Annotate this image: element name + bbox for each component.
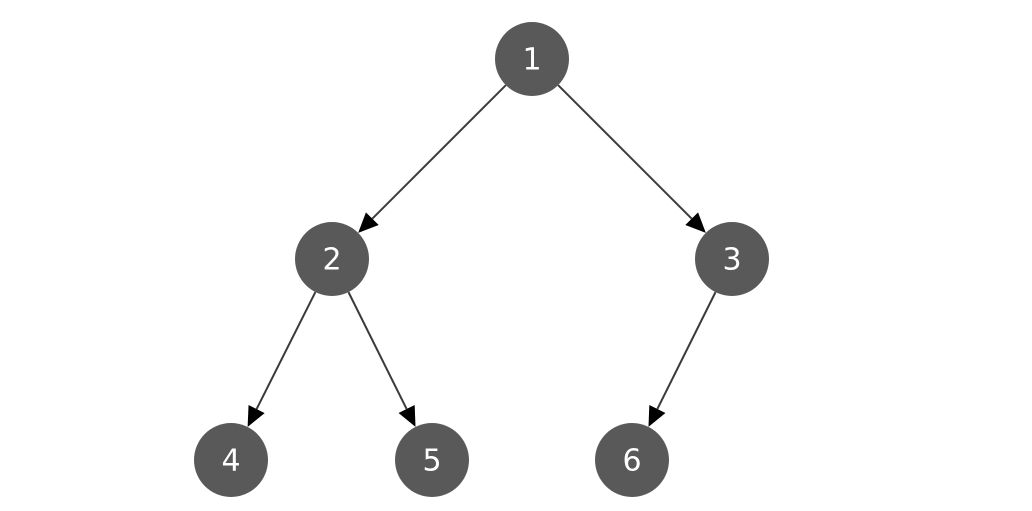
tree-node-3: 3 bbox=[695, 222, 769, 296]
edge-line bbox=[557, 84, 693, 220]
arrowhead-icon bbox=[247, 405, 265, 427]
edge-1-2 bbox=[358, 84, 507, 233]
node-label: 4 bbox=[221, 444, 240, 479]
node-label: 3 bbox=[722, 243, 741, 278]
node-label: 5 bbox=[422, 444, 441, 479]
node-label: 2 bbox=[322, 243, 341, 278]
node-circle bbox=[595, 423, 669, 497]
edges-layer bbox=[247, 84, 717, 427]
tree-node-4: 4 bbox=[194, 423, 268, 497]
nodes-layer: 1 2 3 4 5 6 bbox=[194, 22, 769, 497]
tree-node-1: 1 bbox=[495, 22, 569, 96]
node-label: 6 bbox=[622, 444, 641, 479]
tree-node-6: 6 bbox=[595, 423, 669, 497]
edge-1-3 bbox=[557, 84, 706, 233]
node-label: 1 bbox=[522, 43, 541, 78]
arrowhead-icon bbox=[398, 404, 416, 427]
node-circle bbox=[295, 222, 369, 296]
tree-node-5: 5 bbox=[395, 423, 469, 497]
arrowhead-icon bbox=[358, 212, 379, 233]
edge-3-6 bbox=[648, 291, 717, 427]
edge-line bbox=[347, 291, 408, 410]
edge-line bbox=[255, 291, 317, 410]
arrowhead-icon bbox=[648, 404, 666, 427]
node-circle bbox=[395, 423, 469, 497]
tree-node-2: 2 bbox=[295, 222, 369, 296]
node-circle bbox=[194, 423, 268, 497]
edge-line bbox=[371, 84, 507, 220]
edge-2-5 bbox=[347, 291, 416, 427]
node-circle bbox=[695, 222, 769, 296]
arrowhead-icon bbox=[685, 212, 706, 233]
node-circle bbox=[495, 22, 569, 96]
edge-2-4 bbox=[247, 291, 317, 427]
edge-line bbox=[656, 291, 717, 410]
